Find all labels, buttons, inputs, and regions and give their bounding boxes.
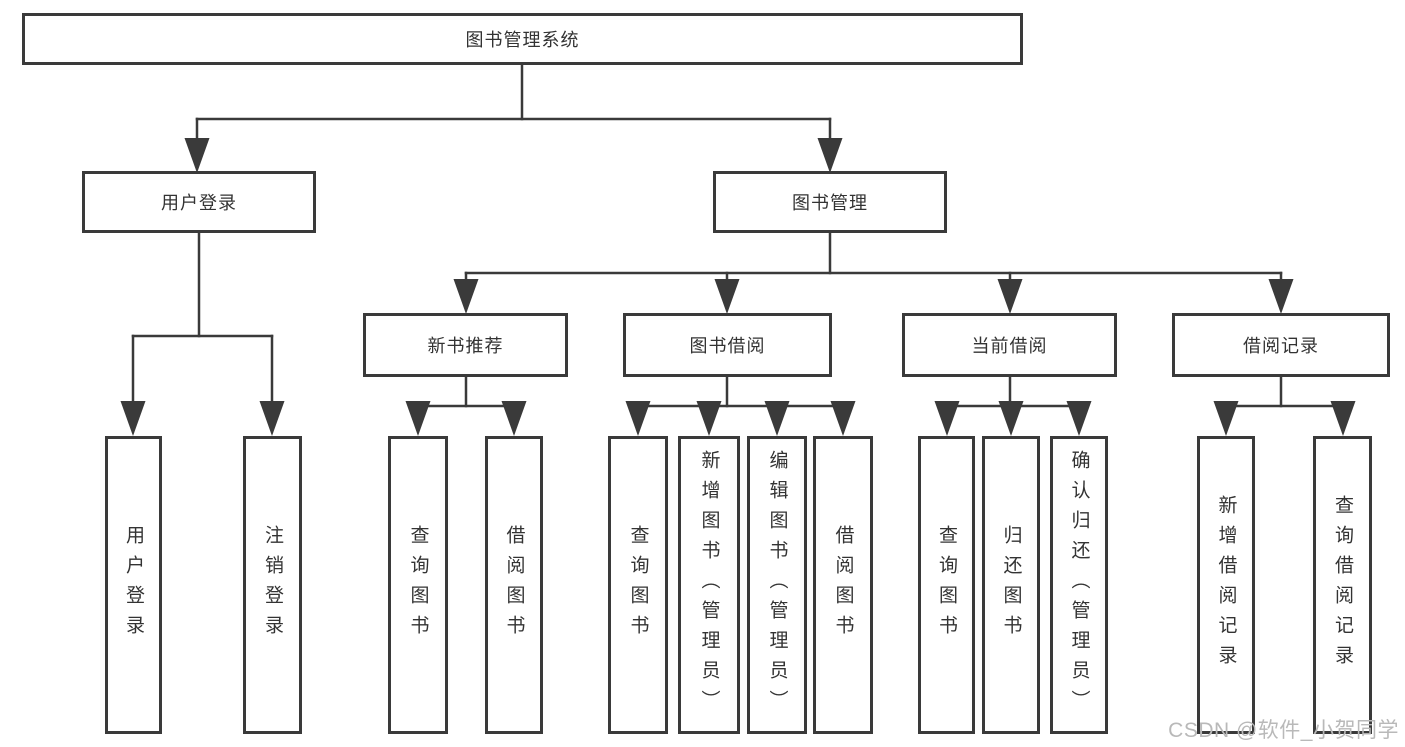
leaf-borrow-books-recommend-label: 借阅图书	[503, 525, 525, 645]
csdn-watermark: CSDN @软件_小贺同学	[1168, 719, 1399, 742]
leaf-confirm-return-admin-label: 确认归还（管理员）	[1068, 450, 1090, 720]
leaf-edit-books-admin-label: 编辑图书（管理员）	[766, 450, 788, 720]
leaf-query-books-current-label: 查询图书	[936, 525, 957, 645]
leaf-add-borrow-record: 新增借阅记录	[1197, 436, 1255, 734]
leaf-add-borrow-record-label: 新增借阅记录	[1215, 495, 1237, 675]
leaf-query-borrow-record: 查询借阅记录	[1313, 436, 1372, 734]
leaf-user-login: 用户登录	[105, 436, 162, 734]
node-borrow-records: 借阅记录	[1172, 313, 1390, 377]
leaf-query-borrow-record-label: 查询借阅记录	[1332, 495, 1353, 675]
leaf-query-books-recommend: 查询图书	[388, 436, 448, 734]
leaf-borrow-books: 借阅图书	[813, 436, 873, 734]
leaf-query-books-borrow: 查询图书	[608, 436, 668, 734]
leaf-query-books-recommend-label: 查询图书	[407, 525, 429, 645]
leaf-borrow-books-label: 借阅图书	[832, 525, 854, 645]
leaf-return-books-label: 归还图书	[1000, 525, 1022, 645]
leaf-user-login-label: 用户登录	[123, 525, 144, 645]
node-user-login: 用户登录	[82, 171, 316, 233]
leaf-query-books-current: 查询图书	[918, 436, 975, 734]
node-book-management: 图书管理	[713, 171, 947, 233]
leaf-logout-label: 注销登录	[262, 525, 283, 645]
node-current-borrow: 当前借阅	[902, 313, 1117, 377]
node-root-label: 图书管理系统	[465, 30, 580, 50]
leaf-return-books: 归还图书	[982, 436, 1040, 734]
node-new-book-recommend-label: 新书推荐	[427, 336, 504, 356]
node-current-borrow-label: 当前借阅	[971, 336, 1048, 356]
node-book-management-label: 图书管理	[792, 193, 868, 213]
leaf-add-books-admin-label: 新增图书（管理员）	[698, 450, 720, 720]
leaf-confirm-return-admin: 确认归还（管理员）	[1050, 436, 1108, 734]
node-new-book-recommend: 新书推荐	[363, 313, 568, 377]
leaf-add-books-admin: 新增图书（管理员）	[678, 436, 740, 734]
node-book-borrow: 图书借阅	[623, 313, 832, 377]
node-user-login-label: 用户登录	[161, 193, 237, 213]
leaf-logout: 注销登录	[243, 436, 302, 734]
node-book-borrow-label: 图书借阅	[689, 336, 766, 356]
leaf-borrow-books-recommend: 借阅图书	[485, 436, 543, 734]
node-borrow-records-label: 借阅记录	[1243, 336, 1319, 356]
leaf-edit-books-admin: 编辑图书（管理员）	[747, 436, 807, 734]
node-root: 图书管理系统	[22, 13, 1023, 65]
leaf-query-books-borrow-label: 查询图书	[627, 525, 649, 645]
